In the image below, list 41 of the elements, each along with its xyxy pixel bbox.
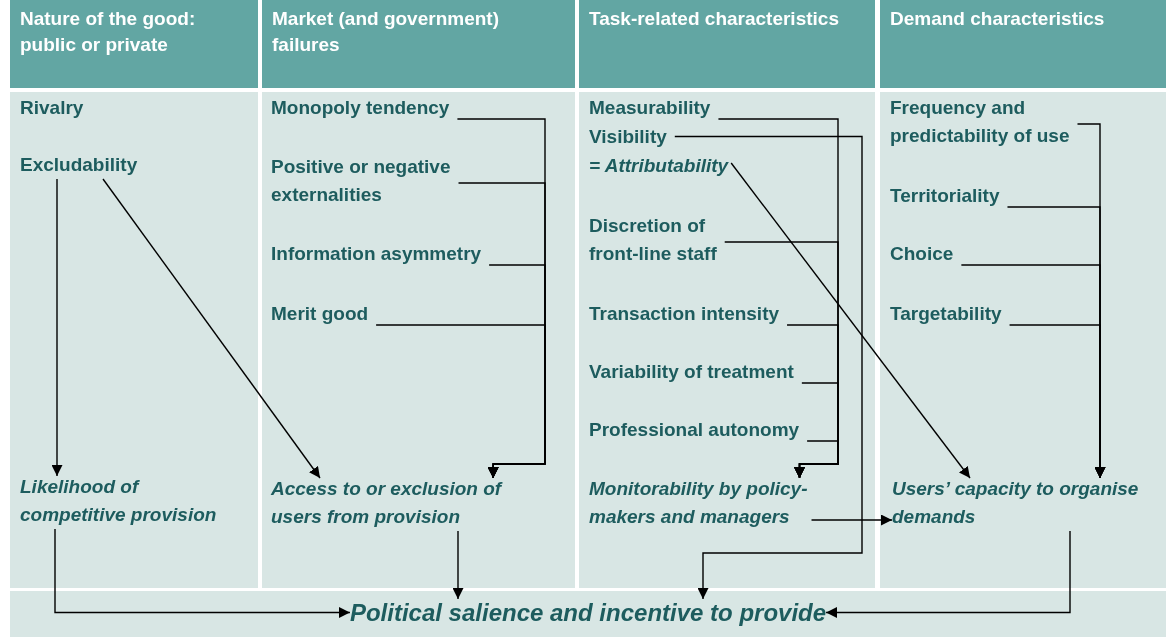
column-header: Task-related characteristics [579,0,875,92]
outcome-label: Monitorability by policy-makers and managers [589,475,844,531]
factor-label: Professional autonomy [589,416,800,444]
factor-label: Discretion of front-line staff [589,212,744,268]
arrow [810,514,893,526]
arrow [102,178,321,479]
table-column [579,0,875,588]
arrow [825,530,1071,618]
outcome-label: Users’ capacity to organise demands [892,475,1164,531]
arrow [452,530,464,600]
arrow [794,440,839,479]
outcome-label: = Attributability [589,152,729,180]
factor-label: Monopoly tendency [271,94,450,122]
outcome-label: Likelihood of competitive provision [20,473,245,529]
arrow [54,528,351,618]
arrow [674,135,863,600]
factor-label: Information asymmetry [271,240,482,268]
factor-label: Visibility [589,123,667,151]
table-column [10,0,258,588]
factor-label: Variability of treatment [589,358,794,386]
factor-label: Measurability [589,94,711,122]
arrow [1008,324,1106,479]
factor-label: Rivalry [20,96,84,120]
factor-label: Targetability [890,300,1002,328]
outcome-label: Access to or exclusion of users from provision [271,475,536,531]
table-column [262,0,575,588]
column-header: Demand characteristics [880,0,1166,92]
factor-label: Transaction intensity [589,300,780,328]
arrow [375,324,546,479]
column-header: Nature of the good: public or private [10,0,258,92]
factor-label: Choice [890,240,954,268]
column-header: Market (and government) failures [262,0,575,92]
factor-label: Frequency and predictability of use [890,94,1100,150]
arrow [730,162,971,479]
factor-label: Positive or negative externalities [271,153,471,209]
factor-label: Excludability [20,151,138,179]
outcome-title: Political salience and incentive to provide [345,598,831,628]
arrow [51,178,63,477]
table-column [880,0,1166,588]
factor-label: Territoriality [890,182,1000,210]
factor-label: Merit good [271,300,369,328]
